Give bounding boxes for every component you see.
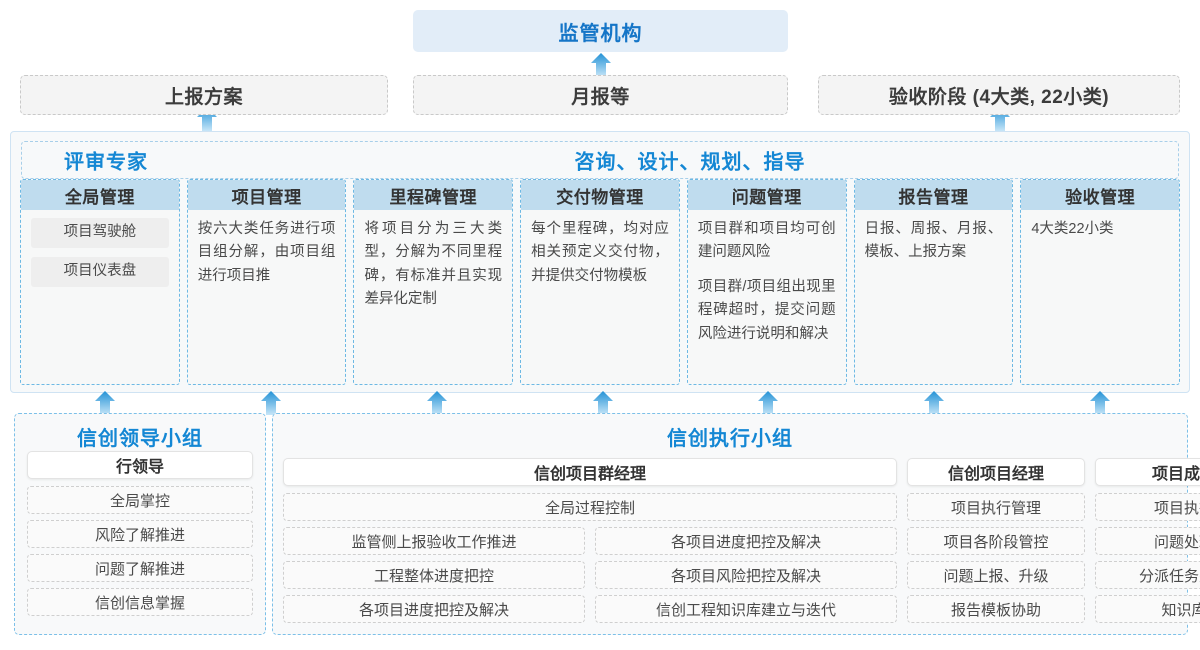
list-item[interactable]: 信创工程知识库建立与迭代 xyxy=(595,595,897,623)
exec-group-title: 信创执行小组 xyxy=(667,428,793,450)
list-item[interactable]: 知识库 xyxy=(1095,595,1200,623)
list-item[interactable]: 全局掌控 xyxy=(27,486,253,514)
review-experts-label: 评审专家 xyxy=(64,151,148,174)
card-body: 将项目分为三大类型，分解为不同里程碑，有标准并且实现差异化定制 xyxy=(354,210,512,384)
arrow-up-card-2 xyxy=(260,391,282,415)
card-title: 问题管理 xyxy=(687,180,846,210)
list-item[interactable]: 问题处理 xyxy=(1095,527,1200,555)
member-items: 项目执行 问题处理 分派任务处理 知识库 xyxy=(1095,493,1200,623)
list-item[interactable]: 问题上报、升级 xyxy=(907,561,1085,589)
card-pill[interactable]: 项目仪表盘 xyxy=(31,257,169,287)
arrow-up-card-7 xyxy=(1089,391,1111,415)
card-paragraph: 日报、周报、月报、模板、上报方案 xyxy=(864,221,1003,261)
program-manager-top-item[interactable]: 全局过程控制 xyxy=(283,493,897,521)
channel-box-report-plan[interactable]: 上报方案 xyxy=(20,75,388,115)
program-manager-role[interactable]: 信创项目群经理 xyxy=(283,458,897,486)
project-manager-column: 信创项目经理 项目执行管理 项目各阶段管控 问题上报、升级 报告模板协助 xyxy=(907,458,1085,623)
channel-label: 上报方案 xyxy=(164,86,243,108)
program-manager-left-items: 监管侧上报验收工作推进 工程整体进度把控 各项目进度把控及解决 xyxy=(283,527,585,623)
arrow-up-to-regulator-center xyxy=(590,53,612,77)
card-body: 日报、周报、月报、模板、上报方案 xyxy=(855,210,1013,384)
exec-group-columns: 信创项目群经理 全局过程控制 监管侧上报验收工作推进 工程整体进度把控 各项目进… xyxy=(283,458,1200,623)
project-manager-role[interactable]: 信创项目经理 xyxy=(907,458,1085,486)
card-body: 每个里程碑，均对应相关预定义交付物，并提供交付物模板 xyxy=(521,210,679,384)
channel-box-acceptance-stage[interactable]: 验收阶段 (4大类, 22小类) xyxy=(818,75,1180,115)
card-body: 项目驾驶舱 项目仪表盘 xyxy=(21,210,179,384)
arrow-up-card-5 xyxy=(757,391,779,415)
management-card-row: 全局管理 项目驾驶舱 项目仪表盘 项目管理 按六大类任务进行项目组分解，由项目组… xyxy=(20,179,1181,385)
card-title: 里程碑管理 xyxy=(354,180,513,210)
list-item[interactable]: 各项目进度把控及解决 xyxy=(595,527,897,555)
list-item[interactable]: 报告模板协助 xyxy=(907,595,1085,623)
card-paragraph: 按六大类任务进行项目组分解，由项目组进行项目推 xyxy=(197,221,336,284)
card-title: 项目管理 xyxy=(187,180,346,210)
program-manager-sub-columns: 监管侧上报验收工作推进 工程整体进度把控 各项目进度把控及解决 各项目进度把控及… xyxy=(283,527,897,623)
management-card-issue[interactable]: 问题管理 项目群和项目均可创建问题风险 项目群/项目组出现里程碑超时，提交问题风… xyxy=(686,179,847,385)
card-paragraph: 项目群和项目均可创建问题风险 xyxy=(697,221,836,261)
card-paragraph: 每个里程碑，均对应相关预定义交付物，并提供交付物模板 xyxy=(531,221,669,284)
card-body: 按六大类任务进行项目组分解，由项目组进行项目推 xyxy=(188,210,346,384)
list-item[interactable]: 信创信息掌握 xyxy=(27,588,253,616)
consulting-services-label: 咨询、设计、规划、指导 xyxy=(574,151,806,174)
list-item[interactable]: 各项目进度把控及解决 xyxy=(283,595,585,623)
channel-box-monthly-report[interactable]: 月报等 xyxy=(413,75,788,115)
arrow-up-card-1 xyxy=(94,391,116,415)
leading-group-role[interactable]: 行领导 xyxy=(27,451,253,479)
arrow-up-card-3 xyxy=(426,391,448,415)
management-card-deliverable[interactable]: 交付物管理 每个里程碑，均对应相关预定义交付物，并提供交付物模板 xyxy=(520,179,680,385)
arrow-up-card-4 xyxy=(592,391,614,415)
management-card-milestone[interactable]: 里程碑管理 将项目分为三大类型，分解为不同里程碑，有标准并且实现差异化定制 xyxy=(353,179,514,385)
member-role[interactable]: 项目成员 xyxy=(1095,458,1200,486)
program-manager-right-items: 各项目进度把控及解决 各项目风险把控及解决 信创工程知识库建立与迭代 xyxy=(595,527,897,623)
channel-label: 月报等 xyxy=(571,86,630,108)
list-item[interactable]: 工程整体进度把控 xyxy=(283,561,585,589)
card-title: 交付物管理 xyxy=(521,180,679,210)
list-item[interactable]: 项目执行管理 xyxy=(907,493,1085,521)
management-card-global[interactable]: 全局管理 项目驾驶舱 项目仪表盘 xyxy=(20,179,180,385)
card-body: 4大类22小类 xyxy=(1021,210,1179,384)
leading-group-items: 全局掌控 风险了解推进 问题了解推进 信创信息掌握 xyxy=(27,486,253,616)
card-paragraph: 4大类22小类 xyxy=(1031,221,1114,237)
list-item[interactable]: 监管侧上报验收工作推进 xyxy=(283,527,585,555)
card-title: 验收管理 xyxy=(1021,180,1180,210)
list-item[interactable]: 风险了解推进 xyxy=(27,520,253,548)
list-item[interactable]: 项目各阶段管控 xyxy=(907,527,1085,555)
member-column: 项目成员 项目执行 问题处理 分派任务处理 知识库 xyxy=(1095,458,1200,623)
program-manager-column: 信创项目群经理 全局过程控制 监管侧上报验收工作推进 工程整体进度把控 各项目进… xyxy=(283,458,897,623)
card-title: 全局管理 xyxy=(21,180,179,210)
project-manager-items: 项目执行管理 项目各阶段管控 问题上报、升级 报告模板协助 xyxy=(907,493,1085,623)
leading-group-panel: 信创领导小组 行领导 全局掌控 风险了解推进 问题了解推进 信创信息掌握 xyxy=(14,413,266,635)
list-item[interactable]: 各项目风险把控及解决 xyxy=(595,561,897,589)
list-item[interactable]: 项目执行 xyxy=(1095,493,1200,521)
channel-label: 验收阶段 (4大类, 22小类) xyxy=(888,86,1110,108)
leading-group-title: 信创领导小组 xyxy=(77,428,203,450)
card-title: 报告管理 xyxy=(854,180,1013,210)
card-body: 项目群和项目均可创建问题风险 项目群/项目组出现里程碑超时，提交问题风险进行说明… xyxy=(688,210,846,384)
list-item[interactable]: 分派任务处理 xyxy=(1095,561,1200,589)
management-card-project[interactable]: 项目管理 按六大类任务进行项目组分解，由项目组进行项目推 xyxy=(186,179,347,385)
consulting-band-header: 评审专家 咨询、设计、规划、指导 xyxy=(21,141,1179,179)
list-item[interactable]: 问题了解推进 xyxy=(27,554,253,582)
exec-group-panel: 信创执行小组 信创项目群经理 全局过程控制 监管侧上报验收工作推进 工程整体进度… xyxy=(272,413,1200,635)
leading-group-body: 行领导 全局掌控 风险了解推进 问题了解推进 信创信息掌握 xyxy=(15,451,265,616)
card-pill[interactable]: 项目驾驶舱 xyxy=(31,218,169,248)
management-card-report[interactable]: 报告管理 日报、周报、月报、模板、上报方案 xyxy=(853,179,1014,385)
card-paragraph: 项目群/项目组出现里程碑超时，提交问题风险进行说明和解决 xyxy=(697,278,836,342)
card-paragraph: 将项目分为三大类型，分解为不同里程碑，有标准并且实现差异化定制 xyxy=(364,221,503,308)
regulator-label: 监管机构 xyxy=(558,22,643,45)
arrow-up-card-6 xyxy=(923,391,945,415)
management-card-acceptance[interactable]: 验收管理 4大类22小类 xyxy=(1020,179,1181,385)
regulator-bar: 监管机构 xyxy=(413,10,788,52)
